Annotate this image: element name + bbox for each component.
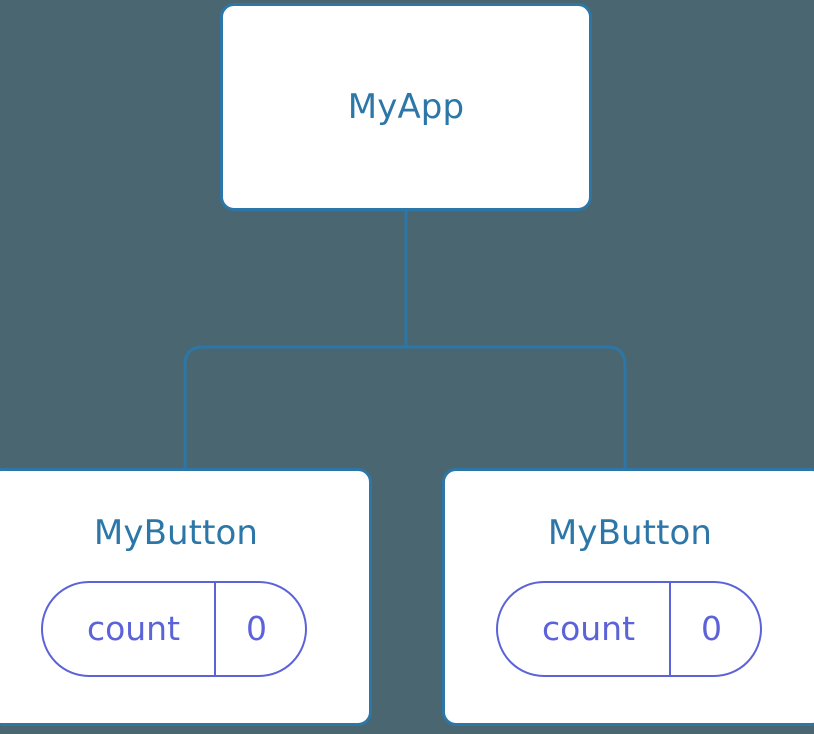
node-title: MyButton bbox=[547, 513, 713, 553]
edge-root-to-child-right bbox=[406, 345, 627, 472]
node-myapp[interactable]: MyApp bbox=[220, 3, 592, 211]
state-pill-divider bbox=[669, 583, 672, 675]
state-value: 0 bbox=[246, 609, 268, 648]
node-title: MyButton bbox=[93, 513, 259, 553]
state-pill-divider bbox=[214, 583, 217, 675]
node-mybutton-left[interactable]: MyButton count 0 bbox=[0, 468, 372, 726]
state-key: count bbox=[541, 609, 636, 648]
state-pill-count[interactable]: count 0 bbox=[40, 581, 308, 677]
node-mybutton-right[interactable]: MyButton count 0 bbox=[442, 468, 814, 726]
state-value: 0 bbox=[701, 609, 723, 648]
state-pill-count[interactable]: count 0 bbox=[495, 581, 763, 677]
edge-root-to-child-left bbox=[183, 345, 406, 472]
state-key: count bbox=[86, 609, 181, 648]
node-title: MyApp bbox=[347, 87, 465, 127]
